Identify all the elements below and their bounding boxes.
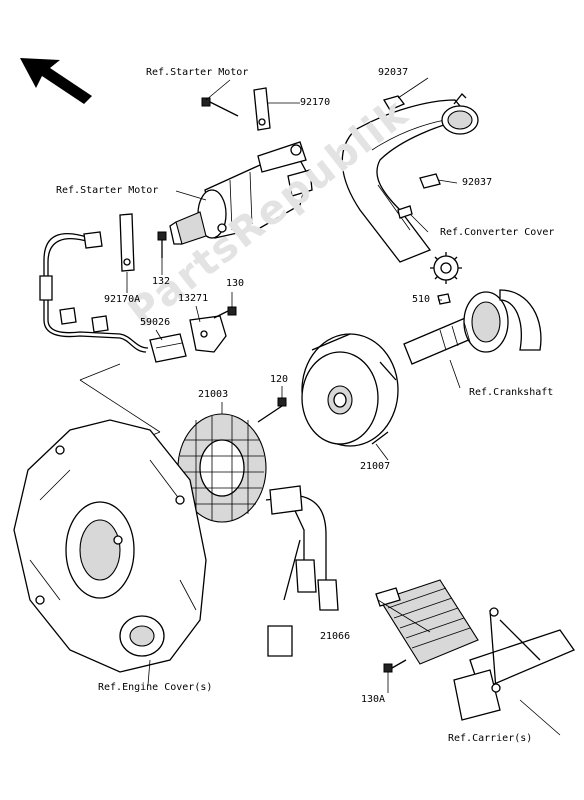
part-21066: 21066 [320, 631, 351, 642]
bolt-130A [383, 659, 407, 673]
part-92037-b: 92037 [462, 177, 493, 188]
part-92037-a: 92037 [378, 67, 409, 78]
label-ref-crankshaft: Ref.Crankshaft [469, 387, 554, 398]
stator-harness [265, 485, 339, 657]
carrier [453, 607, 575, 721]
part-21003: 21003 [198, 389, 229, 400]
starter-motor [169, 141, 313, 245]
engine-cover [13, 419, 207, 673]
starter-bolt [201, 97, 239, 117]
regulator-21066 [375, 579, 479, 665]
part-21007: 21007 [360, 461, 391, 472]
bolt-130 [213, 306, 237, 319]
part-510: 510 [412, 294, 431, 305]
label-ref-carrier: Ref.Carrier(s) [448, 733, 533, 744]
part-92170: 92170 [300, 97, 331, 108]
part-132: 132 [152, 276, 171, 287]
converter-cover-duct [341, 93, 479, 263]
bolt-120 [257, 397, 287, 423]
part-13271: 13271 [178, 293, 209, 304]
bolt-132 [157, 231, 167, 258]
label-ref-converter-cover: Ref.Converter Cover [440, 227, 555, 238]
stator-21003 [177, 413, 267, 523]
front-direction-arrow-icon [20, 58, 92, 104]
label-ref-engine-cover: Ref.Engine Cover(s) [98, 682, 213, 693]
label-ref-starter-motor-top: Ref.Starter Motor [146, 67, 249, 78]
gear-icon [430, 252, 462, 284]
flywheel-rotor-21007 [301, 333, 399, 447]
part-59026: 59026 [140, 317, 171, 328]
part-130A: 130A [361, 694, 386, 705]
strap-92170A [119, 213, 135, 272]
bracket-13271 [189, 315, 227, 353]
part-130: 130 [226, 278, 245, 289]
part-92170A: 92170A [104, 294, 141, 305]
connector-59026 [149, 333, 187, 363]
key-510 [437, 293, 451, 305]
label-ref-starter-motor-mid: Ref.Starter Motor [56, 185, 159, 196]
leader-lines [126, 77, 561, 736]
crankshaft [403, 289, 542, 365]
wiring-harness [39, 231, 149, 353]
part-120: 120 [270, 374, 289, 385]
strap-92170 [253, 87, 271, 131]
